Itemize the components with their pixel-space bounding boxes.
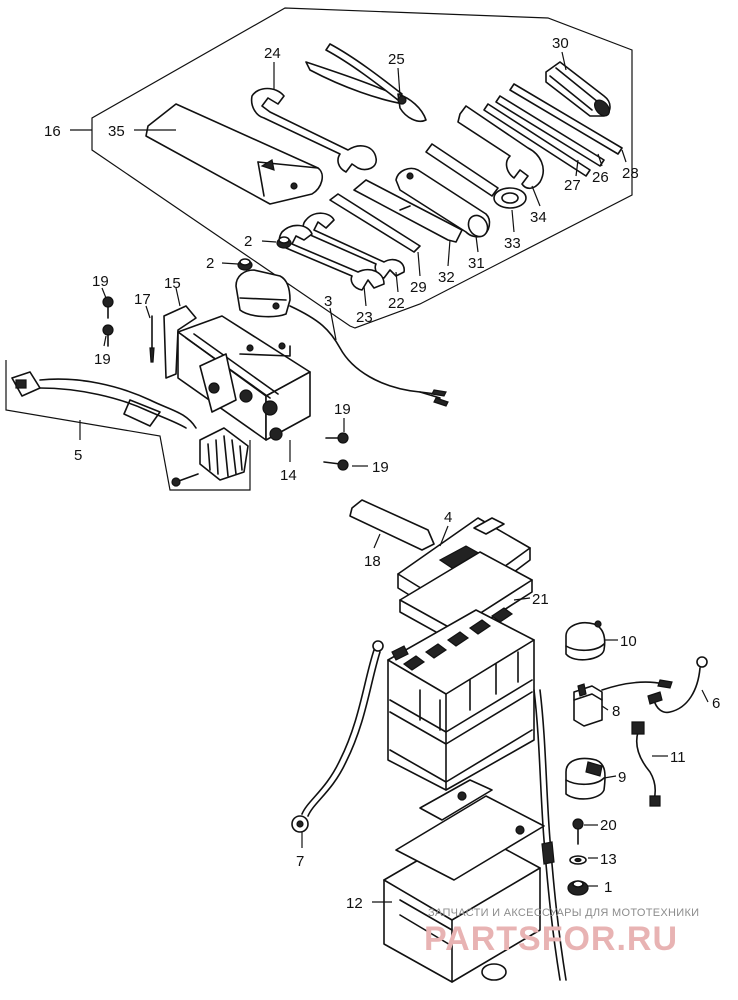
callout-19-b: 19 xyxy=(94,351,111,368)
callout-32: 32 xyxy=(438,269,455,286)
callout-14: 14 xyxy=(280,467,297,484)
watermark: ЗАПЧАСТИ И АКСЕССУАРЫ ДЛЯ МОТОТЕХНИКИ PA… xyxy=(424,907,699,958)
wire-11 xyxy=(631,721,661,807)
callout-8: 8 xyxy=(612,703,620,720)
callout-23: 23 xyxy=(356,309,373,326)
callout-5: 5 xyxy=(74,447,82,464)
callout-18: 18 xyxy=(364,553,381,570)
flat-tool-32 xyxy=(353,179,463,243)
callout-24: 24 xyxy=(264,45,281,62)
callout-34: 34 xyxy=(530,209,547,226)
pin-17 xyxy=(149,315,155,363)
callout-29: 29 xyxy=(410,279,427,296)
callout-10: 10 xyxy=(620,633,637,650)
nut-2-upper xyxy=(276,236,292,249)
part-9 xyxy=(565,757,606,800)
callout-30: 30 xyxy=(552,35,569,52)
wrench-22 xyxy=(302,212,405,279)
tool-kit-outline xyxy=(91,7,633,329)
callout-20: 20 xyxy=(600,817,617,834)
bolts-19-right xyxy=(323,432,349,471)
bar-29 xyxy=(329,193,421,253)
callout-2-lower: 2 xyxy=(206,255,214,272)
callout-19-a: 19 xyxy=(92,273,109,290)
callout-6: 6 xyxy=(712,695,720,712)
breather-tube xyxy=(533,689,567,981)
callout-12: 12 xyxy=(346,895,363,912)
bolt-20 xyxy=(572,818,584,845)
box-spanner-31 xyxy=(395,167,491,238)
unit-3-with-wire xyxy=(235,269,449,407)
leader-lines xyxy=(70,51,709,903)
watermark-brand: PARTSFOR.RU xyxy=(424,920,678,958)
pliers-25 xyxy=(305,43,427,123)
strap-18 xyxy=(349,499,435,551)
callout-2-upper: 2 xyxy=(244,233,252,250)
watermark-tagline: ЗАПЧАСТИ И АКСЕССУАРЫ ДЛЯ МОТОТЕХНИКИ xyxy=(428,907,699,919)
callout-13: 13 xyxy=(600,851,617,868)
callout-33: 33 xyxy=(504,235,521,252)
callout-21: 21 xyxy=(532,591,549,608)
ground-cable-7 xyxy=(291,640,384,833)
callout-28: 28 xyxy=(622,165,639,182)
callout-labels: 16 35 24 25 30 28 27 26 34 33 31 32 29 2… xyxy=(44,35,720,912)
callout-25: 25 xyxy=(388,51,405,68)
callout-19-d: 19 xyxy=(372,459,389,476)
callout-19-c: 19 xyxy=(334,401,351,418)
washer-13 xyxy=(569,855,587,865)
cap-10 xyxy=(565,620,606,661)
relay-8 xyxy=(573,679,673,727)
callout-26: 26 xyxy=(592,169,609,186)
callout-11: 11 xyxy=(670,749,686,766)
callout-9: 9 xyxy=(618,769,626,786)
ring-spanner-33 xyxy=(425,143,527,209)
screwdriver-handle-30 xyxy=(545,61,611,117)
callout-7: 7 xyxy=(296,853,304,870)
callout-4: 4 xyxy=(444,509,452,526)
callout-35: 35 xyxy=(108,123,125,140)
callout-15: 15 xyxy=(164,275,181,292)
unit-14 xyxy=(177,315,311,441)
screwdriver-shafts xyxy=(483,83,623,177)
bolts-19-left xyxy=(102,296,114,347)
callout-31: 31 xyxy=(468,255,485,272)
callout-22: 22 xyxy=(388,295,405,312)
battery-tray-12 xyxy=(383,779,545,983)
callout-16: 16 xyxy=(44,123,61,140)
wrench-34 xyxy=(457,105,544,190)
wrench-24 xyxy=(250,87,377,173)
grommet-1 xyxy=(567,880,589,896)
callout-1: 1 xyxy=(604,879,612,896)
callout-17: 17 xyxy=(134,291,151,308)
cable-6 xyxy=(647,656,708,714)
callout-27: 27 xyxy=(564,177,581,194)
nut-2-lower xyxy=(237,258,253,271)
tool-bag-35 xyxy=(145,103,324,205)
battery xyxy=(387,607,535,791)
bracket-15 xyxy=(163,305,197,379)
callout-3: 3 xyxy=(324,293,332,310)
regulator-5 xyxy=(5,360,251,491)
